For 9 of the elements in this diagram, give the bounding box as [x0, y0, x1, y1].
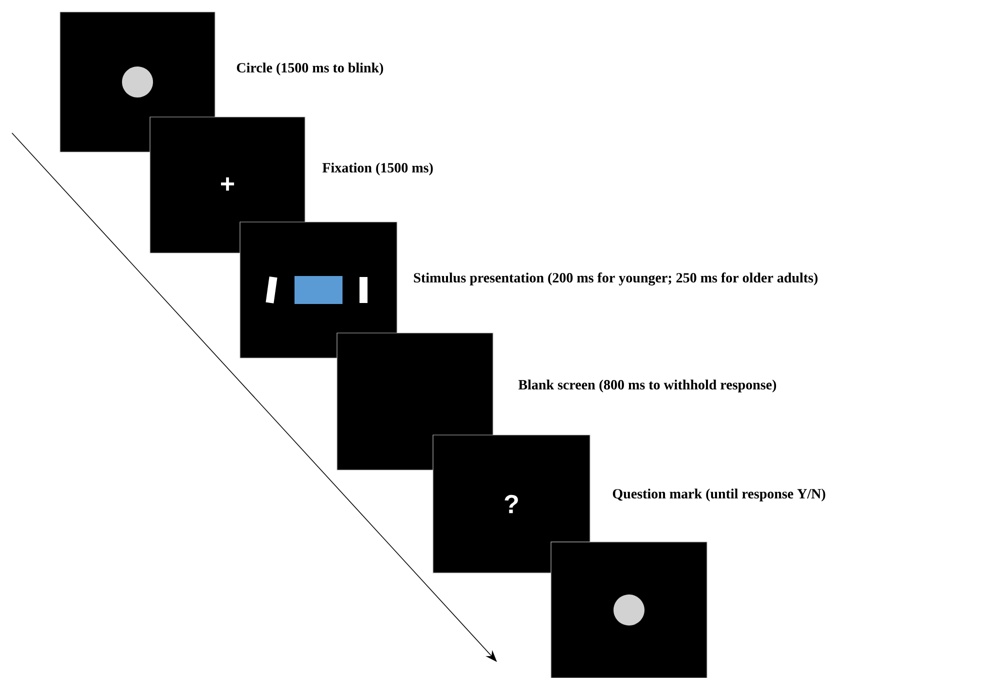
screen: ?	[432, 434, 590, 574]
screen	[336, 332, 494, 470]
node-label: Stimulus presentation (200 ms for younger; 250 ms for older adults)	[414, 272, 818, 286]
node-label: Blank screen (800 ms to withhold response)	[518, 380, 776, 392]
screen	[550, 542, 708, 678]
screen: +	[150, 116, 306, 254]
node-label: Circle (1500 ms to blink)	[236, 62, 384, 76]
node-label: Question mark (until response Y/N)	[612, 488, 826, 502]
node-label: Fixation (1500 ms)	[322, 162, 433, 176]
